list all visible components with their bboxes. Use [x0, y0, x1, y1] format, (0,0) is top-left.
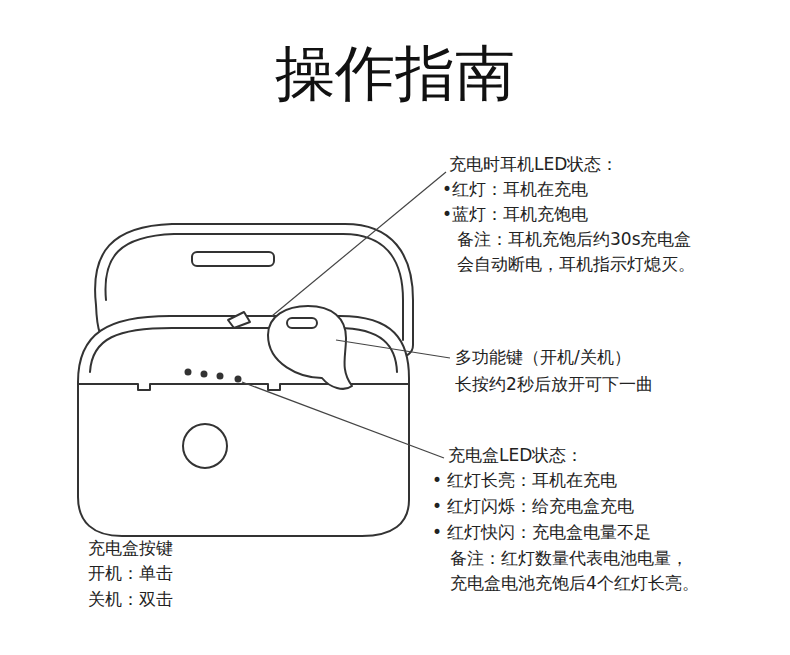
callout-item: • 红灯快闪：充电盒电量不足	[432, 520, 651, 545]
led-dot	[186, 370, 191, 375]
callout-note: 备注：耳机充饱后约30s充电盒 会自动断电，耳机指示灯熄灭。	[457, 227, 707, 277]
case-button	[183, 424, 227, 468]
callout-item: • 红灯长亮：耳机在充电	[432, 468, 617, 493]
callout-item: • 红灯闪烁：给充电盒充电	[432, 494, 634, 519]
earbud-button	[287, 318, 317, 328]
callout-item: •蓝灯：耳机充饱电	[442, 202, 588, 227]
case-cavity	[90, 328, 397, 372]
earbud	[268, 306, 352, 389]
leader-line	[336, 340, 450, 358]
callout-heading: 充电盒按键	[88, 536, 173, 561]
callout-item: •红灯：耳机在充电	[442, 177, 588, 202]
led-dot	[218, 374, 223, 379]
leader-line	[272, 172, 446, 316]
callout-heading: 充电盒LED状态：	[448, 443, 583, 468]
callout-text: 关机：双击	[88, 587, 173, 612]
callout-note: 备注：红灯数量代表电池电量， 充电盒电池充饱后4个红灯长亮。	[450, 546, 700, 596]
led-dot	[202, 372, 207, 377]
hinge	[228, 312, 250, 328]
callout-heading: 充电时耳机LED状态：	[449, 152, 618, 177]
leader-line	[242, 382, 444, 458]
page-title: 操作指南	[0, 38, 790, 108]
callout-heading: 多功能键（开机/关机）	[455, 345, 631, 370]
case-seam	[78, 384, 409, 390]
led-dot	[236, 377, 241, 382]
lid-slot	[192, 252, 274, 266]
callout-text: 长按约2秒后放开可下一曲	[455, 372, 653, 397]
callout-text: 开机：单击	[88, 561, 173, 586]
